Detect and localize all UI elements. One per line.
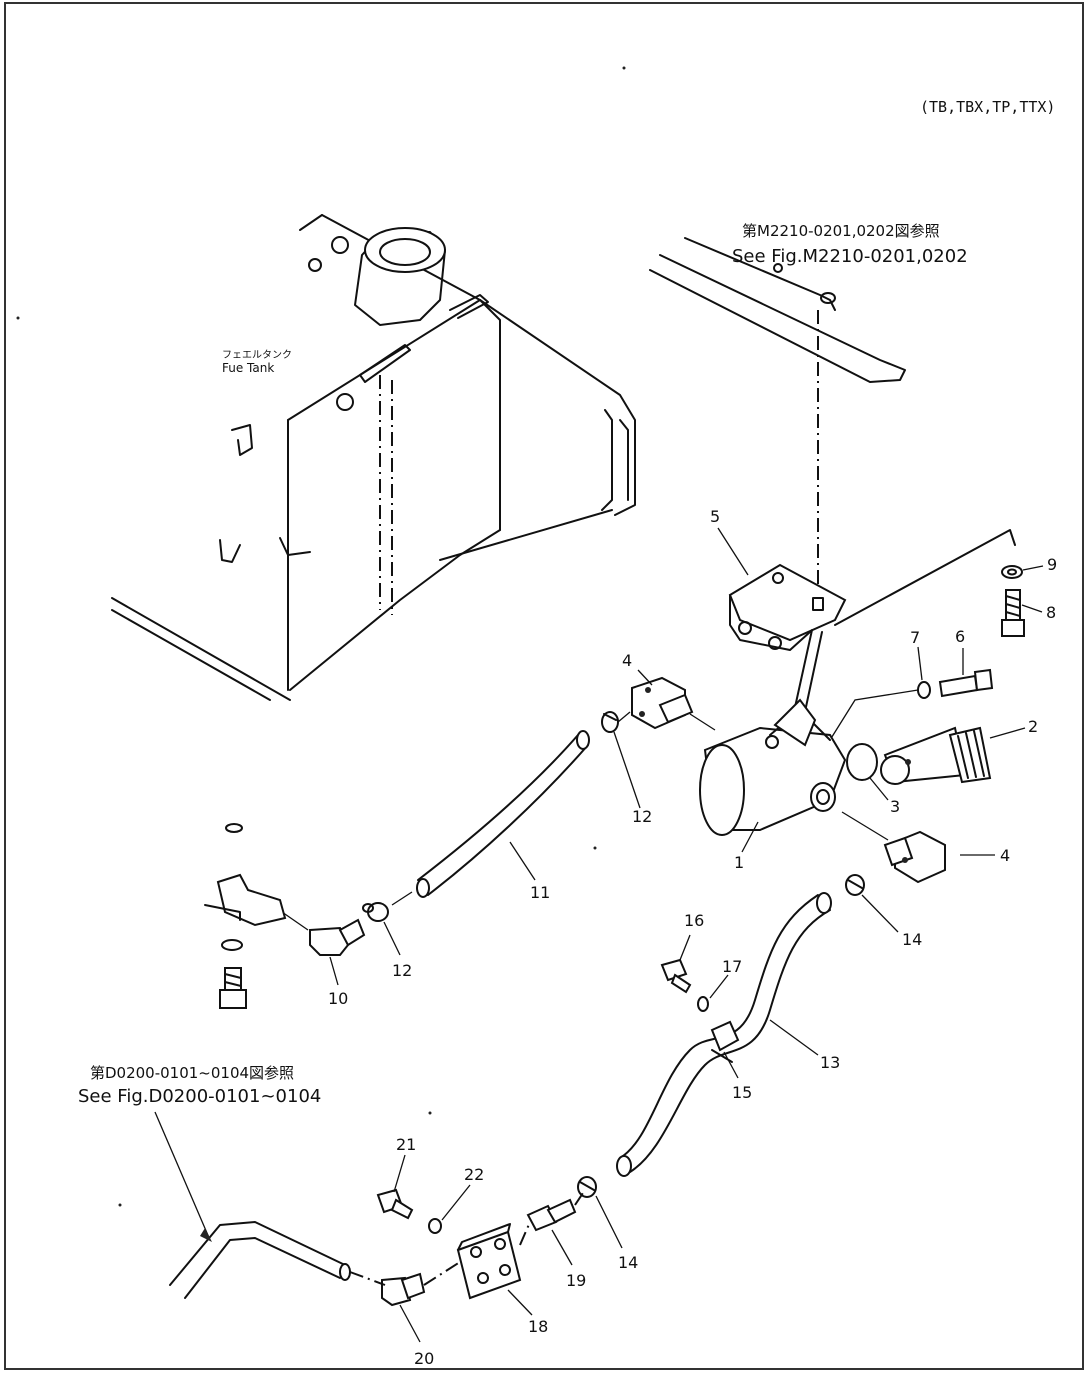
callout-4-lower: 4: [1000, 846, 1010, 865]
part-15-clip: [710, 1020, 740, 1063]
callout-6: 6: [955, 627, 965, 646]
lower-reference-en: See Fig.D0200-0101~0104: [78, 1086, 321, 1107]
callout-10: 10: [328, 989, 348, 1008]
callout-14-upper: 14: [902, 930, 922, 949]
callout-14-lower: 14: [618, 1253, 638, 1272]
part-21-bolt: [376, 1188, 414, 1220]
callout-18: 18: [528, 1317, 548, 1336]
upper-reference-en: See Fig.M2210-0201,0202: [732, 246, 968, 267]
sheet-border: [4, 2, 1084, 1370]
lower-fuel-pipe: [169, 1189, 586, 1299]
part-19-nipple: [526, 1198, 577, 1232]
callout-17: 17: [722, 957, 742, 976]
callout-15: 15: [732, 1083, 752, 1102]
callout-4-upper: 4: [622, 651, 632, 670]
part-9-washer: [1001, 565, 1023, 579]
part-17-washer: [697, 996, 709, 1012]
model-variants-label: (TB,TBX,TP,TTX): [920, 98, 1055, 116]
part-4-connector-lower: [883, 830, 946, 884]
callout-20: 20: [414, 1349, 434, 1368]
upper-reference-jp: 第M2210-0201,0202図参照: [742, 222, 940, 240]
part-18-plate: [456, 1223, 522, 1300]
part-3-o-ring: [846, 743, 878, 781]
part-7-washer: [917, 681, 931, 699]
part-14-clamp-lower: [577, 1176, 597, 1198]
drain-valve-assembly: [204, 823, 287, 1009]
part-14-clamp-upper: [845, 874, 865, 896]
part-12-clamp-lower: [362, 902, 389, 922]
fuel-tank-label-en: Fue Tank: [222, 361, 274, 375]
callout-13: 13: [820, 1053, 840, 1072]
part-6-bolt: [938, 668, 994, 698]
callout-7: 7: [910, 628, 920, 647]
frame-beam: [649, 237, 906, 610]
callout-3: 3: [890, 797, 900, 816]
part-16-bolt: [660, 958, 692, 994]
callout-12-lower: 12: [392, 961, 412, 980]
callout-12-upper: 12: [632, 807, 652, 826]
part-1-strainer-body: [699, 698, 847, 836]
part-8-bolt: [1001, 589, 1025, 637]
callout-11: 11: [530, 883, 550, 902]
callout-22: 22: [464, 1165, 484, 1184]
callout-9: 9: [1047, 555, 1057, 574]
callout-19: 19: [566, 1271, 586, 1290]
callout-1: 1: [734, 853, 744, 872]
callout-8: 8: [1046, 603, 1056, 622]
callout-16: 16: [684, 911, 704, 930]
fuel-tank-label-jp: フェエルタンク: [222, 349, 292, 361]
part-4-connector-upper: [631, 676, 694, 730]
part-2-strainer-element: [880, 726, 992, 785]
callout-21: 21: [396, 1135, 416, 1154]
part-11-hose: [416, 730, 590, 898]
fuel-tank: [111, 214, 636, 701]
part-10-elbow: [309, 918, 366, 956]
part-5-bracket: [728, 529, 1016, 736]
part-22-washer: [428, 1218, 442, 1234]
callout-5: 5: [710, 507, 720, 526]
part-20-elbow: [381, 1272, 426, 1307]
lower-reference-jp: 第D0200-0101~0104図参照: [90, 1064, 294, 1082]
part-12-clamp-upper: [601, 711, 619, 733]
callout-2: 2: [1028, 717, 1038, 736]
